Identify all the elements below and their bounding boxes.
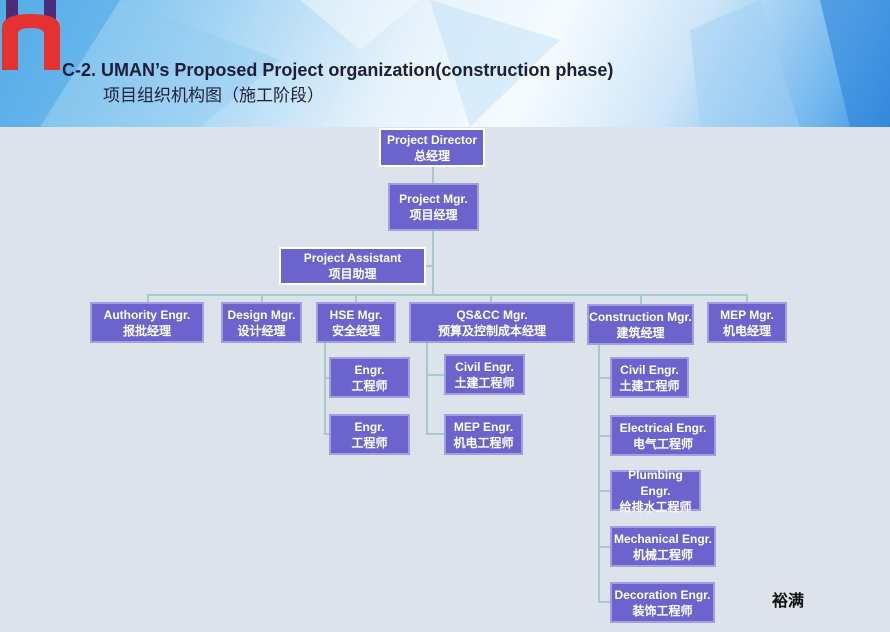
node-en: Civil Engr.: [455, 359, 514, 374]
node-cn: 给排水工程师: [619, 499, 692, 514]
node-en: Authority Engr.: [103, 307, 191, 322]
connector-line: [598, 601, 610, 603]
node-cn: 工程师: [351, 435, 388, 450]
node-cn: 总经理: [413, 148, 450, 163]
node-cn: 土建工程师: [619, 378, 680, 393]
node-authority-engineer: Authority Engr.报批经理: [90, 302, 204, 343]
node-electrical-engineer: Electrical Engr.电气工程师: [610, 415, 716, 456]
node-cn: 项目经理: [409, 208, 458, 222]
connector-line: [425, 265, 433, 267]
node-cn: 预算及控制成本经理: [437, 323, 546, 338]
node-project-assistant: Project Assistant 项目助理: [279, 247, 426, 285]
connector-line: [598, 344, 600, 602]
node-en: Plumbing Engr.: [628, 467, 683, 498]
node-design-manager: Design Mgr.设计经理: [221, 302, 302, 343]
node-en: Design Mgr.: [227, 307, 296, 322]
node-plumbing-engineer: Plumbing Engr.给排水工程师: [610, 467, 701, 514]
connector-line: [490, 294, 492, 302]
node-construction-manager: Construction Mgr.建筑经理: [587, 304, 694, 345]
node-en: Project Mgr.: [399, 192, 468, 206]
node-hse-engineer: Engr.工程师: [329, 357, 410, 398]
node-cn: 设计经理: [237, 323, 286, 338]
node-cn: 机械工程师: [632, 547, 693, 562]
node-en: Mechanical Engr.: [613, 531, 713, 546]
connector-line: [261, 294, 263, 302]
connector-line: [426, 374, 444, 376]
node-qs-civil-engineer: Civil Engr.土建工程师: [444, 354, 525, 395]
node-cn: 装饰工程师: [632, 603, 693, 618]
node-en: Civil Engr.: [620, 362, 679, 377]
connector-line: [426, 433, 444, 435]
connector-line: [324, 377, 330, 379]
connector-line: [432, 230, 434, 295]
connector-line: [598, 490, 610, 492]
connector-line: [147, 294, 747, 296]
node-en: Project Director: [386, 132, 478, 147]
banner-polygons: [0, 0, 890, 127]
node-qs-mep-engineer: MEP Engr.机电工程师: [444, 414, 523, 455]
connector-line: [598, 377, 610, 379]
node-en: Engr.: [354, 362, 385, 377]
node-en: MEP Engr.: [453, 419, 514, 434]
node-cn: 工程师: [351, 378, 388, 393]
node-cn: 电气工程师: [632, 436, 693, 451]
node-cn: 机电经理: [722, 323, 771, 338]
node-cn: 报批经理: [122, 323, 171, 338]
signature-text: 裕满: [772, 591, 805, 610]
node-en: Electrical Engr.: [619, 420, 707, 435]
header-banner: C-2. UMAN’s Proposed Project organizatio…: [0, 0, 890, 127]
connector-line: [426, 342, 428, 434]
connector-line: [324, 342, 326, 434]
node-hse-manager: HSE Mgr.安全经理: [316, 302, 396, 343]
node-project-manager: Project Mgr. 项目经理: [388, 183, 479, 231]
node-en: MEP Mgr.: [720, 307, 774, 322]
connector-line: [355, 294, 357, 302]
node-en: Construction Mgr.: [589, 309, 692, 324]
node-mep-manager: MEP Mgr.机电经理: [707, 302, 787, 343]
connector-line: [598, 546, 610, 548]
company-logo-icon: [2, 0, 60, 70]
node-cn: 安全经理: [331, 323, 380, 338]
node-cn: 建筑经理: [616, 325, 665, 340]
node-en: Project Assistant: [303, 251, 402, 265]
node-hse-engineer: Engr.工程师: [329, 414, 410, 455]
node-mechanical-engineer: Mechanical Engr.机械工程师: [610, 526, 716, 567]
node-qscc-manager: QS&CC Mgr.预算及控制成本经理: [409, 302, 575, 343]
connector-line: [432, 166, 434, 183]
connector-line: [147, 294, 149, 302]
connector-line: [598, 435, 610, 437]
page-title: C-2. UMAN’s Proposed Project organizatio…: [62, 60, 614, 80]
node-decoration-engineer: Decoration Engr.装饰工程师: [610, 582, 715, 623]
node-en: Engr.: [354, 419, 385, 434]
connector-line: [324, 433, 330, 435]
connector-line: [640, 294, 642, 304]
page-subtitle: 项目组织机构图（施工阶段）: [103, 86, 324, 106]
connector-line: [746, 294, 748, 302]
node-en: Decoration Engr.: [614, 587, 711, 602]
node-cn: 机电工程师: [453, 435, 514, 450]
node-cn: 土建工程师: [454, 375, 515, 390]
node-civil-engineer: Civil Engr.土建工程师: [610, 357, 689, 398]
node-cn: 项目助理: [328, 267, 377, 281]
node-en: QS&CC Mgr.: [456, 307, 528, 322]
node-en: HSE Mgr.: [329, 307, 383, 322]
